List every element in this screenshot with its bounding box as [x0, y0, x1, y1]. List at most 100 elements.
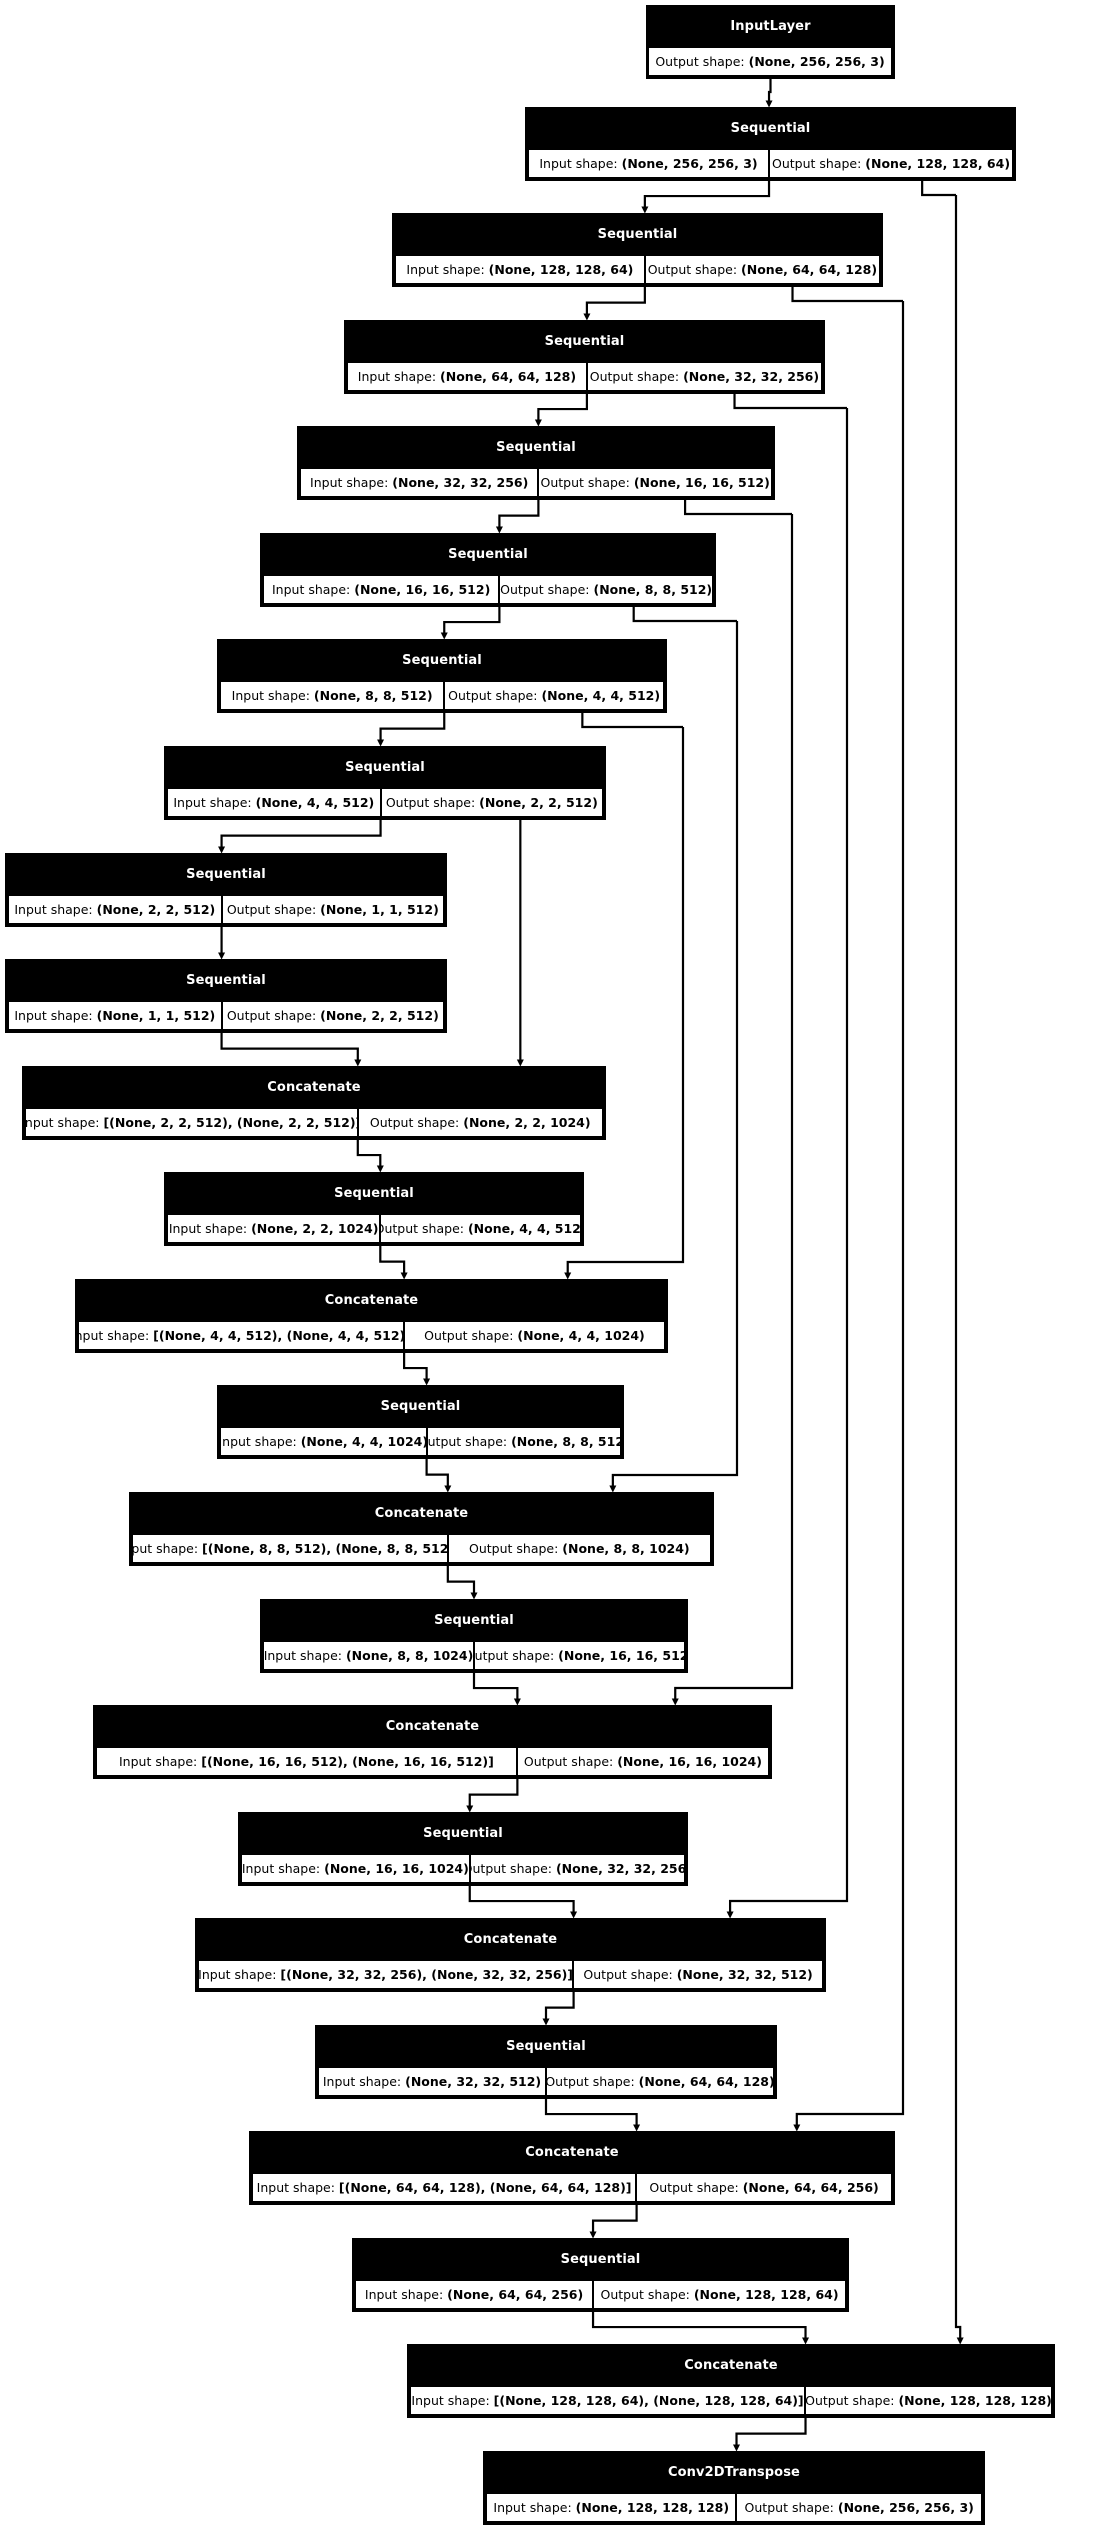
layer-type-label: Concatenate: [197, 1920, 824, 1959]
input-shape-cell: Input shape: (None, 16, 16, 512): [262, 574, 500, 605]
input-shape-cell-value: [(None, 8, 8, 512), (None, 8, 8, 512)]: [202, 1541, 448, 1556]
layer-type-label: Concatenate: [131, 1494, 712, 1533]
input-shape-cell-value: (None, 256, 256, 3): [621, 156, 758, 171]
input-shape-cell-value: (None, 64, 64, 128): [440, 369, 577, 384]
input-shape-cell: Input shape: (None, 64, 64, 256): [354, 2279, 594, 2310]
edge-arrow: [583, 287, 646, 321]
output-shape-cell-prefix: Output shape:: [649, 2180, 743, 2195]
output-shape-cell: Output shape: (None, 16, 16, 1024): [516, 1746, 770, 1777]
input-shape-cell-prefix: Input shape:: [357, 369, 441, 384]
output-shape-cell: Output shape: (None, 8, 8, 1024): [447, 1533, 712, 1564]
input-shape-cell-prefix: Input shape:: [131, 1541, 199, 1556]
output-shape-cell-value: (None, 32, 32, 512): [676, 1967, 813, 1982]
layer-shape-row: Input shape: (None, 64, 64, 256)Output s…: [354, 2279, 847, 2310]
edge-arrow: [954, 195, 964, 2345]
output-shape-cell-prefix: Output shape:: [369, 1115, 464, 1130]
layer-shape-row: Input shape: (None, 8, 8, 512)Output sha…: [219, 680, 665, 711]
layer-shape-row: Input shape: (None, 8, 8, 1024)Output sh…: [262, 1640, 686, 1671]
output-shape-cell-value: (None, 16, 16, 1024): [617, 1754, 762, 1769]
output-shape-cell-value: (None, 128, 128, 64): [693, 2287, 839, 2302]
input-shape-cell-value: (None, 2, 2, 512): [96, 902, 216, 917]
edge-arrow: [793, 301, 905, 2132]
output-shape-cell: Output shape: (None, 64, 64, 128): [546, 2066, 775, 2097]
output-shape-cell: Output shape: (None, 128, 128, 128): [805, 2385, 1053, 2416]
layer-shape-row: Input shape: (None, 2, 2, 1024)Output sh…: [166, 1213, 582, 1244]
output-shape-cell-value: (None, 256, 256, 3): [837, 2500, 974, 2515]
output-shape-cell-prefix: Output shape:: [468, 1541, 563, 1556]
edge: [683, 500, 792, 516]
input-shape-cell-prefix: Input shape:: [231, 688, 314, 703]
output-shape-cell-prefix: Output shape:: [474, 1648, 559, 1663]
layer-shape-row: Input shape: [(None, 16, 16, 512), (None…: [95, 1746, 770, 1777]
input-shape-cell: Input shape: [(None, 32, 32, 256), (None…: [197, 1959, 574, 1990]
layer-type-label: Concatenate: [77, 1281, 666, 1320]
input-shape-cell-prefix: Input shape:: [168, 1221, 252, 1236]
output-shape-cell-value: (None, 32, 32, 256): [683, 369, 820, 384]
edge: [632, 607, 737, 623]
output-shape-cell-value: (None, 128, 128, 64): [865, 156, 1011, 171]
input-shape-cell-prefix: Input shape:: [411, 2393, 494, 2408]
output-shape-cell: Output shape: (None, 2, 2, 512): [380, 787, 604, 818]
layer-type-label: Conv2DTranspose: [485, 2453, 983, 2492]
output-shape-cell: Output shape: (None, 8, 8, 512): [499, 574, 714, 605]
layer-type-label: InputLayer: [648, 7, 893, 46]
edge-arrow: [220, 1033, 362, 1067]
input-shape-cell: Input shape: [(None, 64, 64, 128), (None…: [251, 2172, 637, 2203]
output-shape-cell-value: (None, 2, 2, 512): [479, 795, 598, 810]
output-shape-cell: Output shape: (None, 16, 16, 512): [538, 467, 773, 498]
output-shape-cell-prefix: Output shape:: [583, 1967, 677, 1982]
output-shape-cell: Output shape: (None, 16, 16, 512): [474, 1640, 686, 1671]
output-shape-cell: Output shape: (None, 32, 32, 256): [469, 1853, 686, 1884]
edge: [791, 287, 903, 303]
input-shape-cell: Input shape: [(None, 128, 128, 64), (Non…: [409, 2385, 806, 2416]
layer-shape-row: Input shape: (None, 16, 16, 512)Output s…: [262, 574, 714, 605]
input-shape-cell: Input shape: (None, 4, 4, 1024): [219, 1426, 427, 1457]
output-shape-cell-value: (None, 8, 8, 512): [593, 582, 713, 597]
output-shape-cell-value: (None, 1, 1, 512): [320, 902, 439, 917]
input-shape-cell-value: [(None, 128, 128, 64), (None, 128, 128, …: [493, 2393, 804, 2408]
layer-shape-row: Input shape: [(None, 32, 32, 256), (None…: [197, 1959, 824, 1990]
input-shape-cell-value: (None, 8, 8, 512): [313, 688, 433, 703]
output-shape-cell-value: (None, 16, 16, 512): [633, 475, 770, 490]
output-shape-cell-value: (None, 2, 2, 512): [320, 1008, 439, 1023]
layer-shape-row: Input shape: (None, 64, 64, 128)Output s…: [346, 361, 823, 392]
output-shape-cell-prefix: Output shape:: [771, 156, 866, 171]
layer-type-label: Sequential: [317, 2027, 775, 2066]
input-shape-cell-value: (None, 1, 1, 512): [96, 1008, 216, 1023]
input-shape-cell: Input shape: (None, 32, 32, 256): [299, 467, 539, 498]
output-shape-cell: Output shape: (None, 1, 1, 512): [221, 894, 445, 925]
layer-shape-row: Input shape: (None, 2, 2, 512)Output sha…: [7, 894, 445, 925]
input-shape-cell-prefix: Input shape:: [263, 1648, 346, 1663]
input-shape-cell: Input shape: [(None, 16, 16, 512), (None…: [95, 1746, 517, 1777]
input-shape-cell-prefix: Input shape:: [119, 1754, 202, 1769]
layer-shape-row: Input shape: (None, 128, 128, 128)Output…: [485, 2492, 983, 2523]
edge-arrow: [466, 1779, 519, 1813]
output-shape-cell: Output shape: (None, 256, 256, 3): [648, 46, 893, 77]
edge-arrow: [403, 1353, 431, 1386]
